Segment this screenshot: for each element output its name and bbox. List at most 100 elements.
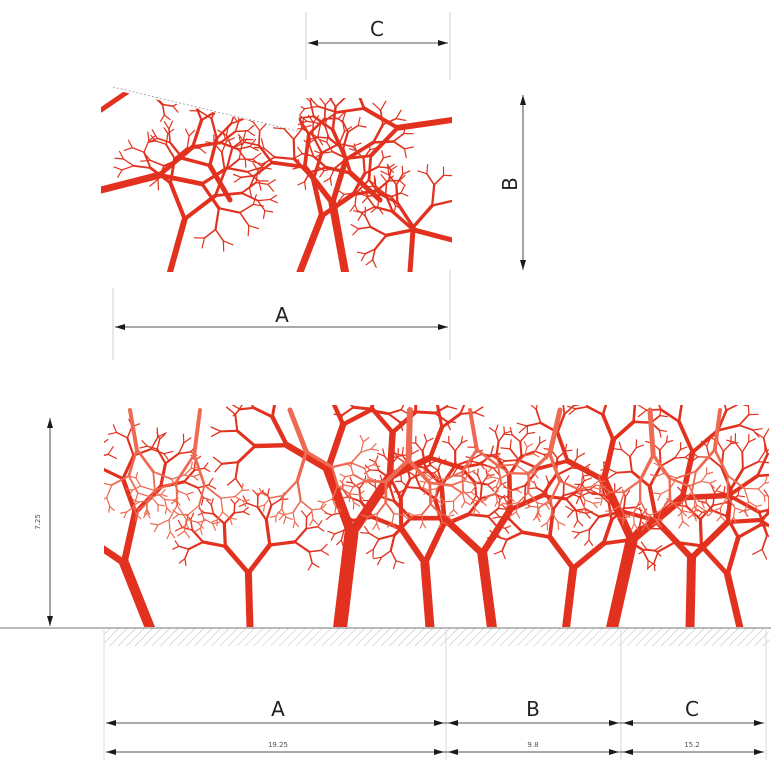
branch-segment [146,489,156,504]
branch-segment [637,405,648,411]
branch-segment [127,475,139,494]
branch-segment [691,470,697,493]
branch-segment [262,210,266,219]
branch-segment [550,479,561,501]
branch-segment [315,152,323,159]
branch-segment [496,500,502,506]
branch-segment [253,121,261,132]
branch-segment [690,428,720,455]
branch-segment [121,454,136,481]
branch-segment [601,412,616,442]
branch-segment [271,382,276,396]
branch-segment [150,522,159,526]
branch-segment [653,492,662,495]
branch-segment [283,441,332,473]
branch-segment [515,501,520,513]
branch-segment [460,448,479,474]
branch-segment [698,517,704,548]
branch-segment [351,405,374,411]
branch-segment [362,106,400,130]
branch-segment [326,54,333,58]
branch-segment [440,459,447,464]
branch-segment [586,405,605,417]
branch-segment [462,490,475,502]
branch-segment [101,87,133,113]
arrow-up-icon [47,418,53,428]
branch-segment [681,490,693,503]
branch-segment [517,491,529,504]
branch-segment [717,490,725,494]
branch-segment [496,493,501,501]
branch-segment [416,382,425,392]
branch-segment [277,101,284,111]
branch-segment [80,458,95,471]
branch-segment [391,512,395,524]
branch-segment [425,381,435,382]
branch-segment [123,147,133,151]
branch-segment [461,471,465,492]
branch-segment [141,440,148,447]
branch-segment [353,501,361,507]
branch-segment [93,451,100,468]
branch-segment [258,129,261,147]
branch-segment [752,428,763,431]
branch-segment [342,494,350,500]
branch-segment [296,99,300,117]
branch-segment [679,492,732,501]
branch-segment [368,458,377,463]
branch-segment [503,430,512,434]
branch-segment [486,472,493,478]
branch-segment [170,499,177,505]
branch-segment [198,142,207,149]
branch-segment [611,419,636,442]
branch-segment [635,444,645,449]
branch-segment [411,203,434,229]
branch-segment [50,448,55,459]
branch-segment [372,102,382,111]
branch-segment [763,494,769,497]
branch-segment [604,477,609,486]
arrow-right-icon [434,749,444,755]
branch-segment [282,109,298,117]
branch-segment [312,386,331,397]
branch-segment [487,492,497,498]
branch-segment [364,469,371,475]
branch-segment [212,521,221,525]
branch-segment [454,459,471,467]
branch-segment [674,378,675,387]
branch-segment [207,163,233,203]
branch-segment [369,225,388,237]
branch-segment [433,405,449,415]
branch-segment [348,486,354,497]
branch-segment [186,493,191,502]
branch-segment [414,475,422,490]
branch-segment [225,166,249,173]
branch-segment [129,40,133,45]
branch-segment [488,427,496,433]
branch-segment [237,133,246,143]
branch-segment [346,481,353,484]
branch-segment [364,215,372,228]
branch-segment [390,549,397,562]
branch-segment [232,408,241,417]
branch-segment [684,452,692,458]
branch-segment [160,114,165,122]
branch-segment [120,511,128,514]
arrow-right-icon [754,720,764,726]
branch-segment [107,446,114,455]
branch-segment [606,534,638,627]
branch-segment [616,384,618,391]
branch-segment [372,538,380,550]
branch-segment [391,196,398,204]
branch-segment [343,126,353,133]
branch-segment [354,63,357,83]
branch-segment [590,486,601,490]
branch-segment [292,138,296,161]
branch-segment [669,498,682,512]
branch-segment [216,96,219,107]
branch-segment [297,146,303,155]
branch-segment [444,500,455,503]
branch-segment [499,466,511,474]
branch-segment [73,452,80,471]
branch-segment [192,87,198,90]
